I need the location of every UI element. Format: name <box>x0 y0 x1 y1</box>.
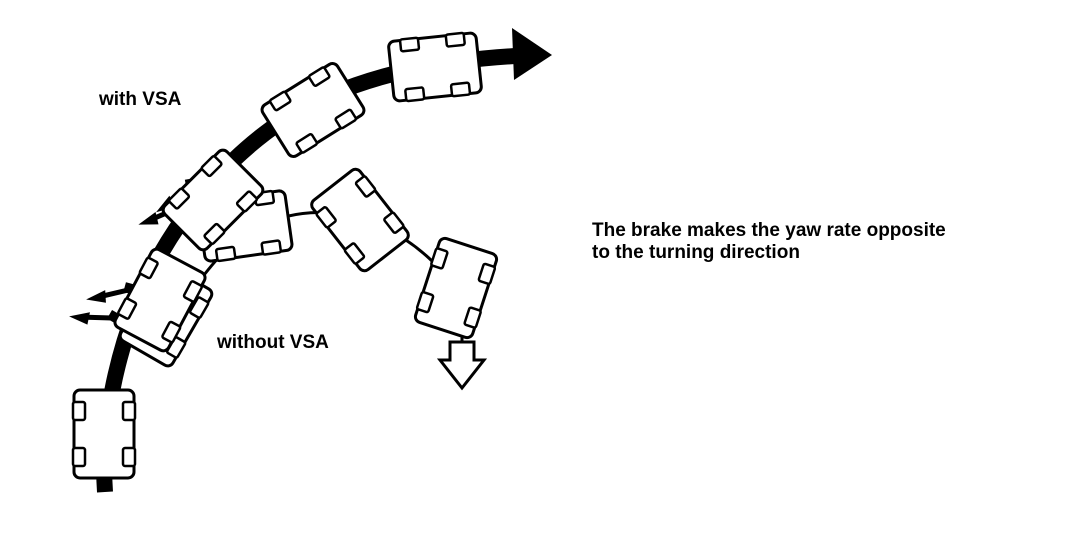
skid-direction-arrow <box>436 340 488 391</box>
car-icon <box>306 164 414 276</box>
without-vsa-label: without VSA <box>217 332 329 353</box>
car-icon <box>71 388 137 480</box>
path-arrowhead <box>512 28 552 80</box>
car-icon <box>411 235 501 341</box>
car-icon <box>257 58 369 162</box>
caption-line-2: to the turning direction <box>592 242 800 263</box>
caption-line-1: The brake makes the yaw rate opposite <box>592 220 946 241</box>
car-icon <box>386 30 484 104</box>
diagram-caption: The brake makes the yaw rate opposite to… <box>592 220 946 264</box>
with-vsa-label: with VSA <box>99 89 182 110</box>
